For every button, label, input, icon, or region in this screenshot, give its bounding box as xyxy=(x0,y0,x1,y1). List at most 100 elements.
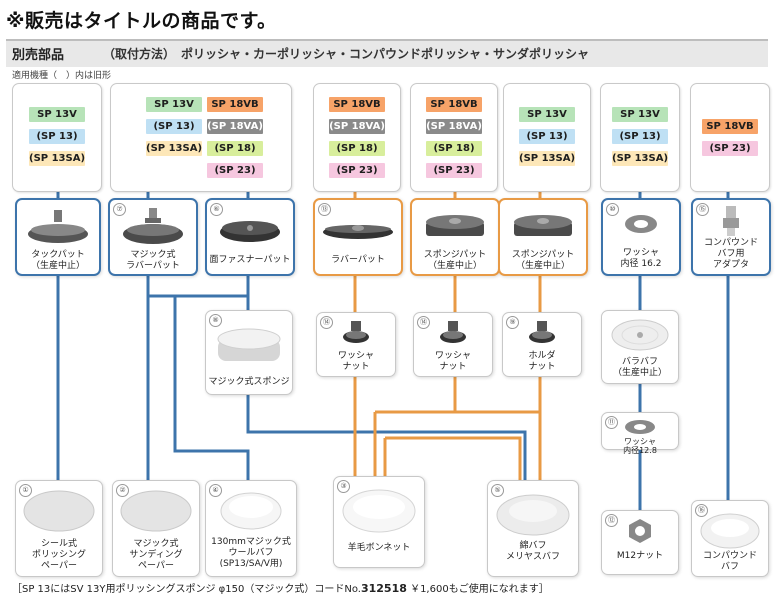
model-group-7: SP 18VB (SP 23) xyxy=(690,83,770,192)
part-compound-buff: ⑯ コンパウンド バフ xyxy=(691,500,769,577)
model-group-6: SP 13V (SP 13) (SP 13SA) xyxy=(600,83,680,192)
part-label: 綿バフ メリヤスバフ xyxy=(505,541,560,562)
model-tag: (SP 13SA) xyxy=(146,141,203,156)
washer-icon xyxy=(625,215,657,233)
part-washer-16-2: ⑩ ワッシャ 内径 16.2 xyxy=(601,198,681,276)
model-tag: (SP 13) xyxy=(519,129,575,144)
pad-icon xyxy=(220,221,280,242)
attachment-methods: （取付方法） ポリッシャ・カーポリッシャ・コンパウンドポリッシャ・サンダポリッシ… xyxy=(103,47,590,61)
pad-icon xyxy=(514,215,572,236)
footer-prefix: ［SP 13にはSV 13Y用ポリッシングスポンジ φ150（マジック式）コード… xyxy=(12,584,361,595)
model-tag: (SP 18) xyxy=(329,141,385,156)
notice-text: ※販売はタイトルの商品です。 xyxy=(6,10,277,32)
wool-icon xyxy=(496,494,570,536)
buff-icon xyxy=(611,319,669,351)
model-tag: (SP 13) xyxy=(612,129,668,144)
model-tag: (SP 13SA) xyxy=(29,151,86,166)
part-label: バラバフ （生産中止） xyxy=(612,357,667,378)
part-label: スポンジパット （生産中止） xyxy=(423,250,487,271)
model-tag: (SP 23) xyxy=(207,163,263,178)
part-label: コンパウンド バフ xyxy=(702,551,757,572)
part-sponge-pad-a: スポンジパット （生産中止） xyxy=(410,198,500,276)
part-label: 面ファスナーパット xyxy=(209,255,291,265)
part-number: ⑩ xyxy=(606,203,619,216)
model-tag: SP 18VB xyxy=(329,97,385,112)
disc-icon xyxy=(23,490,95,532)
part-m12-nut: ⑫ M12ナット xyxy=(601,510,679,575)
wool-icon xyxy=(700,513,760,549)
part-label: 羊毛ボンネット xyxy=(347,543,411,553)
part-label: スポンジパット （生産中止） xyxy=(511,250,575,271)
part-compound-adapter: ⑮ コンパウンド バフ用 アダプタ xyxy=(691,198,771,276)
part-cotton-buff: ⑤ 綿バフ メリヤスバフ xyxy=(487,480,579,577)
part-wool-bonnet: ③ 羊毛ボンネット xyxy=(333,476,425,568)
model-tag: SP 13V xyxy=(146,97,202,112)
model-tag: SP 18VB xyxy=(426,97,482,112)
model-tag: (SP 13SA) xyxy=(612,151,669,166)
part-rubber-pad: ⑬ ラバーパット xyxy=(313,198,403,276)
model-tag: (SP 18) xyxy=(207,141,263,156)
part-label: マジック式スポンジ xyxy=(208,377,290,387)
part-number: ⑭ xyxy=(320,316,333,329)
section-title: 別売部品 xyxy=(12,48,65,63)
part-label: 130mmマジック式 ウールバフ (SP13/SA/V用) xyxy=(211,537,291,569)
part-velcro-pad: ⑥ 面ファスナーパット xyxy=(205,198,295,276)
model-tag: (SP 18VA) xyxy=(329,119,385,134)
part-number: ⑮ xyxy=(696,203,709,216)
part-holder-nut: ⑨ ホルダ ナット xyxy=(502,312,582,377)
part-magic-rubber-pad: ⑦ マジック式 ラバーパット xyxy=(108,198,198,276)
part-magic-sponge: ⑧ マジック式スポンジ xyxy=(205,310,293,395)
sponge-icon xyxy=(217,328,281,361)
part-washer-nut-a: ⑭ ワッシャ ナット xyxy=(316,312,396,377)
pad-icon xyxy=(426,215,484,236)
part-label: ホルダ ナット xyxy=(528,351,556,372)
model-tag: SP 13V xyxy=(519,107,575,122)
part-number: ⑯ xyxy=(695,504,708,517)
part-label: ワッシャ ナット xyxy=(434,351,471,372)
hexnut-icon xyxy=(629,519,651,543)
pad-icon xyxy=(28,210,88,243)
part-number: ⑥ xyxy=(210,203,223,216)
part-number: ⑪ xyxy=(605,416,618,429)
part-number: ⑨ xyxy=(506,316,519,329)
part-number: ② xyxy=(116,484,129,497)
part-tack-pad: タックパット （生産中止） xyxy=(15,198,101,276)
part-label: ワッシャ ナット xyxy=(337,351,374,372)
washer-icon xyxy=(625,420,655,434)
part-washer-nut-b: ⑭ ワッシャ ナット xyxy=(413,312,493,377)
nut-icon xyxy=(440,321,466,343)
model-tag: (SP 23) xyxy=(702,141,758,156)
part-number: ① xyxy=(19,484,32,497)
model-tag: (SP 13SA) xyxy=(519,151,576,166)
model-group-4: SP 18VB (SP 18VA) (SP 18) (SP 23) xyxy=(410,83,498,192)
footer-note: ［SP 13にはSV 13Y用ポリッシングスポンジ φ150（マジック式）コード… xyxy=(12,580,549,595)
part-number: ⑬ xyxy=(318,203,331,216)
model-tag: SP 18VB xyxy=(207,97,263,112)
model-tag: (SP 23) xyxy=(426,163,482,178)
part-number: ⑭ xyxy=(417,316,430,329)
model-tag: (SP 13) xyxy=(146,119,202,134)
part-seal-paper: ① シール式 ポリッシング ペーパー xyxy=(15,480,103,577)
footer-suffix: ￥1,600もご使用になれます］ xyxy=(406,584,549,595)
part-wool-buff: ④ 130mmマジック式 ウールバフ (SP13/SA/V用) xyxy=(205,480,297,577)
wool-icon xyxy=(220,492,282,530)
model-group-5: SP 13V (SP 13) (SP 13SA) xyxy=(503,83,591,192)
part-number: ⑫ xyxy=(605,514,618,527)
part-number: ④ xyxy=(209,484,222,497)
model-tag: SP 13V xyxy=(29,107,85,122)
part-number: ③ xyxy=(337,480,350,493)
model-group-3: SP 18VB (SP 18VA) (SP 18) (SP 23) xyxy=(313,83,401,192)
adapter-icon xyxy=(723,206,739,236)
part-label: ワッシャ 内径12.8 xyxy=(623,437,657,455)
nut-icon xyxy=(343,321,369,343)
footer-code: 312518 xyxy=(360,582,407,595)
title-bar: 別売部品 （取付方法） ポリッシャ・カーポリッシャ・コンパウンドポリッシャ・サン… xyxy=(6,39,768,67)
model-tag: (SP 18VA) xyxy=(207,119,263,134)
nut-icon xyxy=(529,321,555,343)
model-tag: (SP 18VA) xyxy=(426,119,482,134)
pad-icon xyxy=(123,208,183,244)
part-number: ⑦ xyxy=(113,203,126,216)
part-number: ⑧ xyxy=(209,314,222,327)
part-label: マジック式 ラバーパット xyxy=(126,250,180,271)
part-label: M12ナット xyxy=(616,551,664,561)
